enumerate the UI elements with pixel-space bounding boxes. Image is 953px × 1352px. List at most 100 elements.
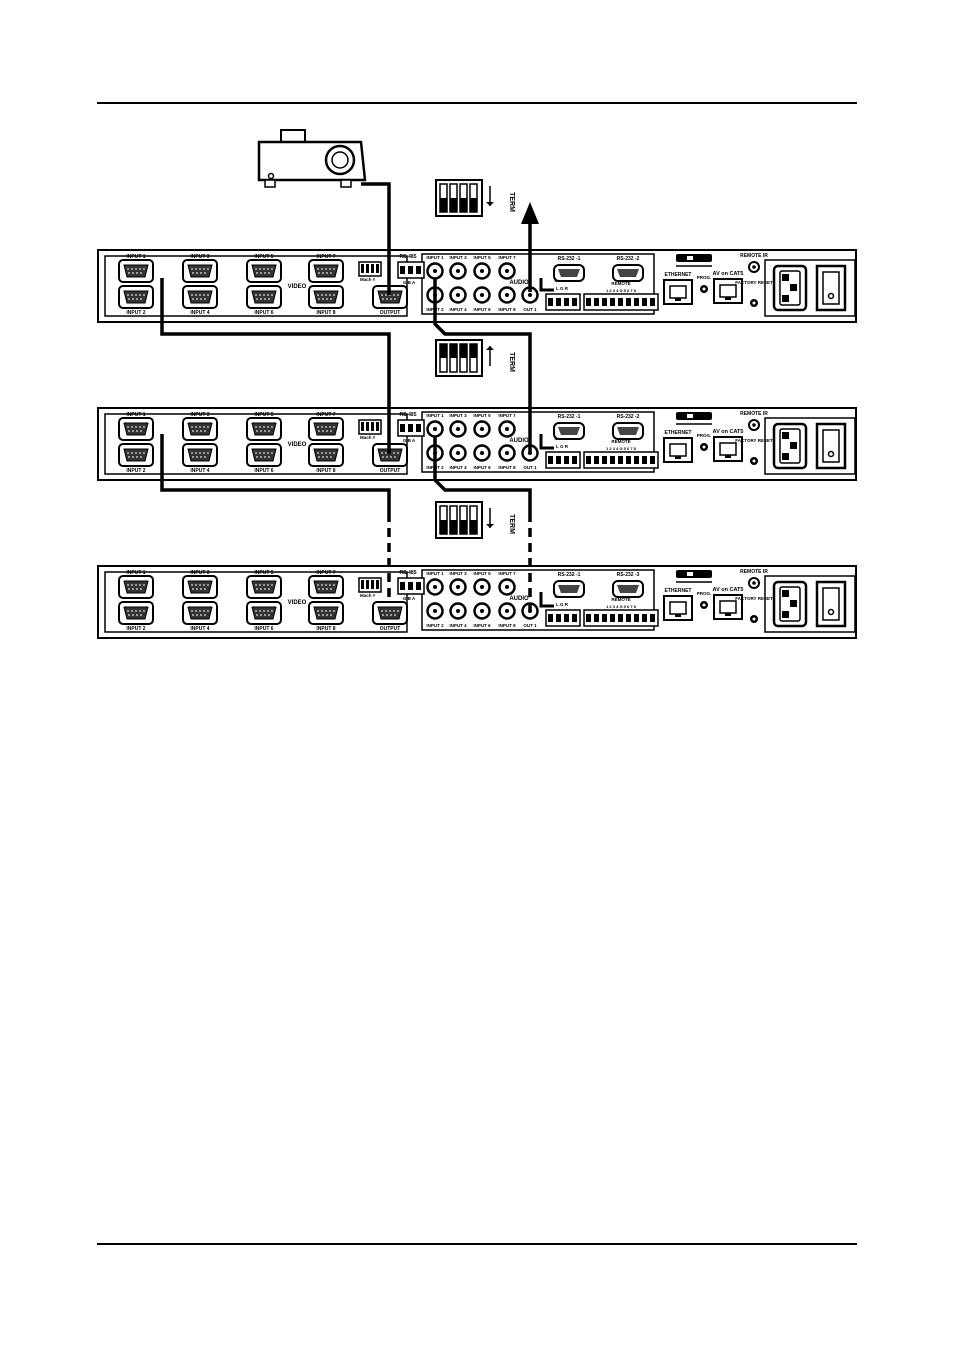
remote-label: REMOTE	[611, 439, 630, 444]
remote-ir-jack	[748, 419, 760, 431]
remote-pins: 1 2 3 4 G 5 6 7 8	[606, 604, 637, 609]
input-label: INPUT 3	[190, 254, 209, 260]
audio-label: AUDIO	[509, 596, 529, 602]
power-panel	[764, 417, 856, 475]
mach-dip-switch	[358, 577, 382, 593]
mach-label: Mach #	[360, 593, 376, 598]
remote-terminal	[583, 293, 659, 311]
av-cat5-port	[713, 594, 743, 620]
audio-input-5	[473, 578, 491, 596]
audio-input-7	[498, 420, 516, 438]
input-label: INPUT 5	[254, 570, 273, 576]
video-panel	[104, 413, 408, 475]
audio-input-label: INPUT 3	[449, 571, 467, 576]
remote-ir-jack	[748, 261, 760, 273]
audio-input-label: INPUT 1	[426, 413, 444, 418]
remote-label: REMOTE	[611, 597, 630, 602]
units-layer: INPUT 1 INPUT 2 INPUT 3 INPUT 4 INPUT 5 INPUT…	[97, 129, 857, 639]
audio-input-label: INPUT 3	[449, 255, 467, 260]
audio-input-1	[426, 420, 444, 438]
audio-input-1	[426, 262, 444, 280]
audio-input-2	[426, 602, 444, 620]
video-panel	[104, 255, 408, 317]
prog-button	[700, 601, 708, 609]
video-input-3	[182, 417, 218, 441]
input-label: INPUT 3	[190, 570, 209, 576]
av-cat5-port	[713, 436, 743, 462]
audio-input-label: INPUT 7	[498, 571, 516, 576]
video-input-4	[182, 601, 218, 625]
info-label-block	[676, 254, 712, 267]
prog-label: PROG.	[697, 275, 712, 280]
audio-input-7	[498, 578, 516, 596]
input-label: INPUT 8	[316, 310, 335, 316]
factory-reset-label: FACTORY RESET	[735, 280, 773, 285]
remote-pins: 1 2 3 4 G 5 6 7 8	[606, 446, 637, 451]
input-label: INPUT 6	[254, 468, 273, 474]
ethernet-label: ETHERNET	[665, 430, 692, 436]
input-label: INPUT 6	[254, 310, 273, 316]
audio-input-5	[473, 420, 491, 438]
factory-reset-label: FACTORY RESET	[735, 438, 773, 443]
audio-input-label: INPUT 6	[473, 465, 491, 470]
power-switch	[815, 580, 847, 628]
term-label: TERM	[508, 352, 515, 372]
audio-panel	[421, 569, 655, 631]
audio-cable-2-3	[433, 436, 532, 513]
power-inlet	[772, 580, 808, 628]
input-label: INPUT 2	[126, 626, 145, 632]
audio-input-label: INPUT 5	[473, 571, 491, 576]
footer-rule	[97, 1243, 857, 1245]
av-cat5-port	[713, 278, 743, 304]
rs232-1-label: RS-232 -1	[558, 414, 581, 420]
audio-input-7	[498, 262, 516, 280]
input-label: INPUT 5	[254, 254, 273, 260]
input-label: INPUT 4	[190, 468, 209, 474]
video-input-4	[182, 443, 218, 467]
video-input-2	[118, 601, 154, 625]
rs232-2-port	[612, 264, 644, 282]
remote-pins: 1 2 3 4 G 5 6 7 8	[606, 288, 637, 293]
info-label-block	[676, 412, 712, 425]
out2-terminal	[545, 451, 581, 469]
input-label: INPUT 1	[126, 570, 145, 576]
audio-input-label: INPUT 5	[473, 255, 491, 260]
av-cat5-label: AV on CAT5	[713, 271, 744, 277]
input-label: INPUT 4	[190, 310, 209, 316]
video-input-2	[118, 443, 154, 467]
input-label: INPUT 6	[254, 626, 273, 632]
input-label: INPUT 7	[316, 570, 335, 576]
rs232-1-label: RS-232 -1	[558, 256, 581, 262]
video-input-3	[182, 259, 218, 283]
rs485-pins: G B A	[403, 596, 416, 601]
power-inlet	[772, 264, 808, 312]
audio-input-label: INPUT 8	[498, 623, 516, 628]
video-input-8	[308, 443, 344, 467]
input-label: INPUT 1	[126, 412, 145, 418]
remote-ir-label: REMOTE IR	[740, 253, 768, 259]
input-label: INPUT 8	[316, 468, 335, 474]
rs232-1-port	[553, 422, 585, 440]
video-input-1	[118, 417, 154, 441]
info-label-block	[676, 570, 712, 583]
video-input-4	[182, 285, 218, 309]
audio-input-label: INPUT 5	[473, 413, 491, 418]
rs485-label: RS-485	[400, 254, 417, 260]
factory-reset-button	[750, 457, 758, 465]
input-label: INPUT 5	[254, 412, 273, 418]
audio-input-4	[449, 602, 467, 620]
video-input-1	[118, 575, 154, 599]
rs232-2-port	[612, 580, 644, 598]
video-cable-2-3	[160, 434, 391, 513]
audio-input-label: INPUT 7	[498, 255, 516, 260]
ethernet-port	[663, 437, 693, 463]
input-label: INPUT 7	[316, 412, 335, 418]
rs232-1-port	[553, 264, 585, 282]
audio-out-1	[521, 602, 539, 620]
mach-dip-switch	[358, 419, 382, 435]
audio-input-label: INPUT 4	[449, 465, 467, 470]
remote-terminal	[583, 451, 659, 469]
audio-label: AUDIO	[509, 438, 529, 444]
video-label: VIDEO	[288, 442, 307, 448]
